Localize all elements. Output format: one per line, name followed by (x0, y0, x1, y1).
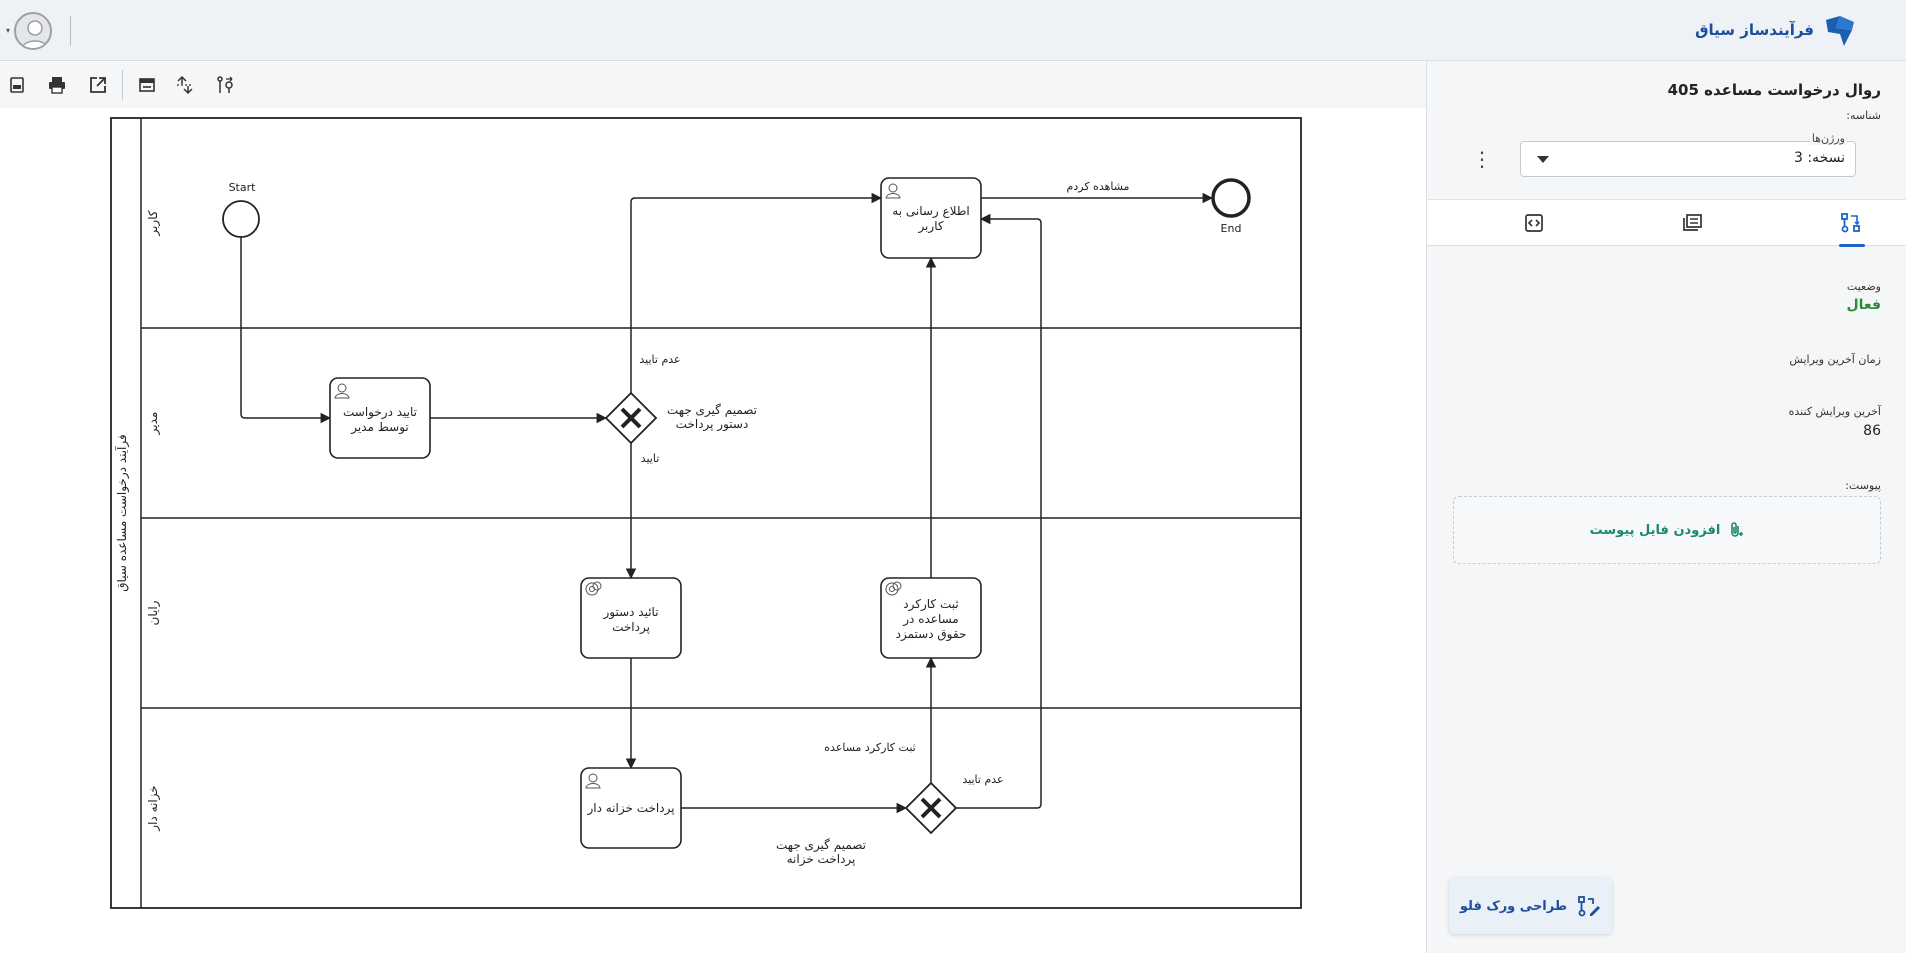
avatar-caret-icon[interactable]: ▾ (6, 26, 11, 35)
last-edit-time-label: زمان آخرین ویرایش (1789, 353, 1881, 366)
flow-label-reject-bottom: عدم تایید (962, 773, 1003, 786)
task-register-salary-line1: ثبت کارکرد (903, 597, 958, 612)
id-label: شناسه: (1846, 109, 1881, 122)
flow-label-seen: مشاهده کردم (1067, 180, 1130, 193)
flow-icon (1841, 213, 1860, 233)
top-bar: ▾ فرآیندساز سیاق (0, 0, 1906, 61)
design-workflow-label: طراحی ورک فلو (1459, 898, 1568, 914)
more-options-icon[interactable]: ⋮ (1472, 147, 1492, 171)
export-doc-icon[interactable] (4, 72, 30, 98)
task-approve-payment-line2: پرداخت (612, 620, 650, 635)
diagram-toolbar (0, 62, 1426, 108)
task-approve-payment-line1: تائید دستور (602, 605, 658, 620)
pool (110, 117, 1302, 909)
start-label: Start (229, 181, 257, 194)
add-attachment-label: افزودن فایل پیوست (1589, 522, 1721, 538)
task-register-salary-line3: حقوق دستمزد (896, 627, 967, 642)
task-treasurer-pay[interactable]: پرداخت خزانه دار (580, 767, 682, 849)
design-workflow-button[interactable]: طراحی ورک فلو (1449, 878, 1612, 934)
task-manager-approve-line2: توسط مدیر (350, 420, 409, 435)
status-value: فعال (1846, 297, 1881, 313)
lane-label-manager: مدیر (146, 412, 161, 436)
attachment-icon (1731, 522, 1744, 537)
task-manager-approve[interactable]: تایید درخواست توسط مدیر (329, 377, 431, 459)
gateway-treasury-decision[interactable] (904, 781, 958, 835)
avatar[interactable] (14, 12, 52, 50)
flow-label-approve: تایید (641, 452, 660, 465)
task-notify-user-line2: کاربر (917, 219, 943, 234)
pool-label: فرآیند درخواست مساعده سیاق (114, 434, 130, 592)
top-divider (70, 16, 71, 46)
properties-panel: روال درخواست مساعده 405 شناسه: ورژن‌ها ن… (1426, 61, 1906, 953)
print-icon[interactable] (44, 72, 70, 98)
chevron-down-icon[interactable] (1537, 156, 1549, 163)
gateway-treasury-decision-line2: پرداخت خزانه (787, 852, 856, 867)
add-attachment-button[interactable]: افزودن فایل پیوست (1453, 496, 1881, 564)
version-value: نسخه: 3 (1793, 150, 1845, 166)
flow-label-register-advance: ثبت کارکرد مساعده (824, 741, 915, 754)
attachment-label: پیوست: (1845, 479, 1881, 492)
task-treasurer-pay-label: پرداخت خزانه دار (586, 801, 674, 816)
status-label: وضعیت (1846, 280, 1881, 293)
bpmn-diagram: فرآیند درخواست مساعده سیاق کاربر مدیر را… (110, 117, 1302, 909)
gateway-treasury-decision-line1: تصمیم گیری جهت (776, 838, 866, 853)
last-editor-value: 86 (1863, 423, 1881, 439)
panel-tabs (1427, 199, 1906, 247)
workflow-design-icon (1578, 896, 1601, 917)
end-label: End (1221, 222, 1242, 235)
task-register-salary-line2: مساعده در (902, 612, 959, 627)
tab-flow[interactable] (1821, 200, 1881, 247)
open-external-icon[interactable] (85, 72, 111, 98)
end-event[interactable] (1211, 178, 1251, 218)
flow-start-to-manager[interactable] (240, 237, 332, 424)
layout-icon[interactable] (134, 72, 160, 98)
toolbar-separator (122, 70, 123, 100)
settings-flow-icon[interactable] (212, 72, 238, 98)
brand-logo-icon (1826, 16, 1854, 46)
brand[interactable]: فرآیندساز سیاق (1695, 12, 1858, 48)
gateway-payment-decision[interactable] (604, 391, 658, 445)
flow-label-reject-top: عدم تایید (639, 353, 680, 366)
lane-label-rayan: رایان (146, 600, 161, 625)
task-notify-user-line1: اطلاع رسانی به (892, 204, 969, 219)
version-label: ورژن‌ها (1809, 132, 1847, 145)
task-notify-user[interactable]: اطلاع رسانی به کاربر (880, 177, 982, 259)
fit-icon[interactable] (172, 72, 198, 98)
gateway-payment-decision-line2: دستور پرداخت (676, 417, 749, 432)
task-manager-approve-line1: تایید درخواست (343, 405, 417, 420)
flow-gateway-reject-bottom[interactable] (956, 213, 1042, 809)
lane-label-user: کاربر (146, 210, 161, 236)
lane-label-treasurer: خزانه دار (146, 785, 161, 831)
code-icon (1525, 214, 1543, 232)
task-approve-payment[interactable]: تائید دستور پرداخت (580, 577, 682, 659)
diagram-canvas[interactable]: فرآیند درخواست مساعده سیاق کاربر مدیر را… (0, 108, 1426, 953)
last-editor-label: آخرین ویرایش کننده (1788, 405, 1881, 418)
brand-name: فرآیندساز سیاق (1695, 21, 1814, 39)
gateway-payment-decision-line1: تصمیم گیری جهت (667, 403, 757, 418)
process-title: روال درخواست مساعده 405 (1667, 81, 1881, 99)
gallery-icon (1683, 214, 1702, 231)
flow-gateway-reject[interactable] (630, 192, 883, 393)
tab-code[interactable] (1504, 200, 1564, 246)
tab-gallery[interactable] (1662, 200, 1722, 246)
task-register-salary[interactable]: ثبت کارکرد مساعده در حقوق دستمزد (880, 577, 982, 659)
version-select[interactable]: ورژن‌ها نسخه: 3 (1520, 132, 1856, 177)
start-event[interactable] (222, 200, 260, 238)
